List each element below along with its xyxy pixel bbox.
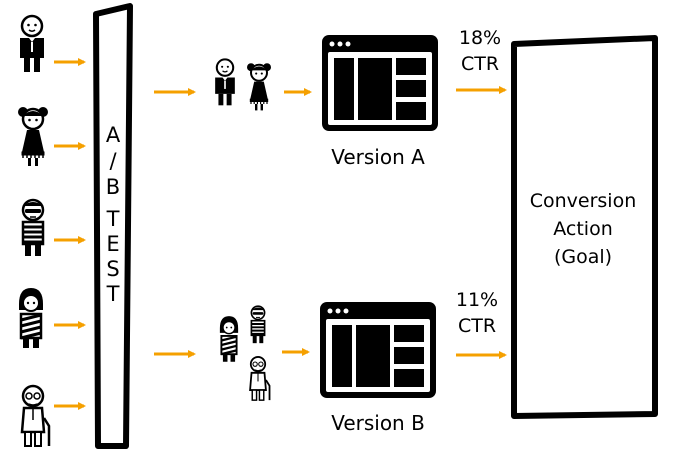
version-a-branch: Version A 18% CTR [154,27,507,169]
goal-line-2: Action [553,218,613,240]
ab-test-char: E [106,232,119,256]
goal-line-3: (Goal) [554,246,612,268]
ab-test-char: B [106,175,120,199]
ab-test-char: T [106,207,120,231]
version-b-ctr-label: CTR [458,315,496,337]
ab-test-char: / [109,149,117,173]
sunglasses-person-icon [21,198,45,258]
goal-line-1: Conversion [530,190,637,212]
ab-test-char: A [106,123,121,147]
version-b-branch: Version B 11% CTR [154,289,507,435]
ab-test-char: T [106,282,120,306]
sunglasses-person-icon [250,305,266,345]
version-a-ctr-value: 18% [459,27,501,49]
businessman-icon [18,14,46,74]
girl-icon [16,105,50,168]
user-elderly [20,384,51,448]
version-a-label: Version A [331,145,425,169]
browser-window-icon [322,35,438,131]
woman-icon [218,315,240,363]
version-a-ctr-label: CTR [461,53,499,75]
input-arrows [54,58,86,410]
user-businessman [18,14,46,74]
browser-window-icon [320,302,436,398]
ab-test-label: A / B T E S T [106,123,121,306]
girl-icon [245,62,273,112]
version-b-ctr-value: 11% [456,289,498,311]
user-woman [17,286,45,350]
goal-box-outline [511,35,658,419]
woman-icon [17,286,45,350]
version-b-label: Version B [331,411,425,435]
elderly-man-icon [249,356,271,402]
businessman-icon [214,58,236,107]
user-sunglasses [21,198,45,258]
elderly-man-icon [20,384,51,448]
user-girl [16,105,50,168]
ab-test-bar [93,3,133,449]
conversion-goal-box: Conversion Action (Goal) [511,35,658,419]
ab-test-char: S [106,257,119,281]
